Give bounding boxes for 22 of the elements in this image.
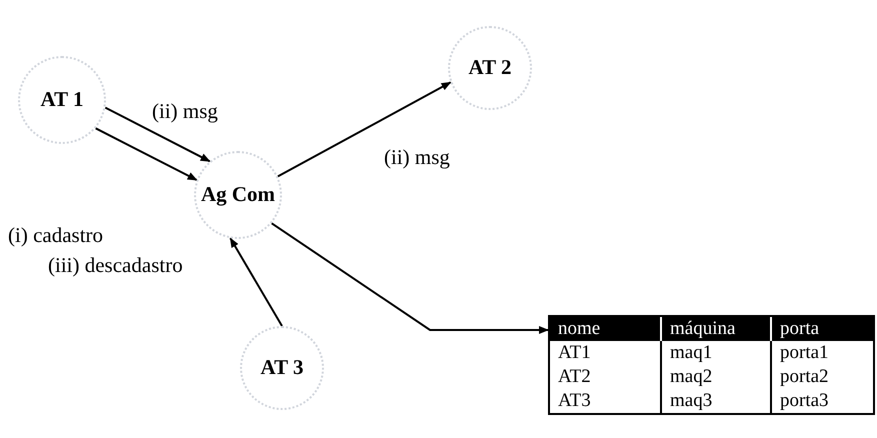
node-label: AT 2 [468,54,512,82]
arrow [230,237,283,326]
table-cell: porta1 [770,341,873,365]
node-label: Ag Com [200,181,276,208]
arrow [95,127,198,181]
arrow [104,106,211,162]
node-label: AT 3 [260,354,304,382]
table-cell: porta3 [770,389,873,413]
arrow [271,222,549,334]
table-cell-text: AT2 [557,365,592,389]
node-label: AT 1 [40,86,84,114]
lookup-table [548,315,875,415]
table-cell: maq2 [660,365,770,389]
table-cell: maq3 [660,389,770,413]
table-cell-text: AT1 [557,341,592,365]
table-cell: porta2 [770,365,873,389]
table-cell: maq1 [660,341,770,365]
table-cell-text: AT3 [557,389,592,413]
column-header: porta [770,317,873,341]
column-header: nome [557,317,602,341]
column-header: máquina [660,317,770,341]
arrow [277,82,452,178]
